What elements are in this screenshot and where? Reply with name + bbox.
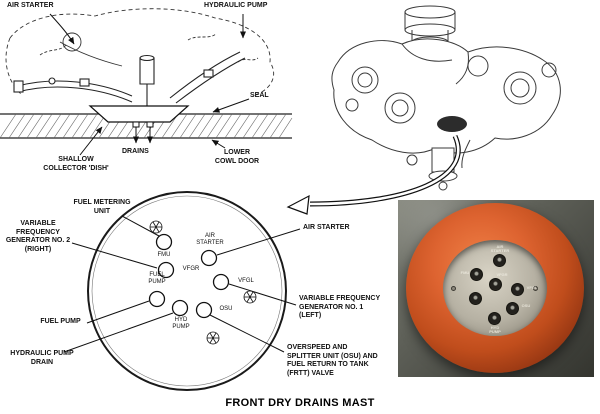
mast-photo: AIR STARTER FMU VFGR VFGL OSU HYD PUMP <box>398 200 594 377</box>
drain-fittings <box>132 121 154 144</box>
cutaway-leaders <box>49 13 250 156</box>
figure-caption: FRONT DRY DRAINS MAST <box>225 397 375 409</box>
port-osu <box>195 301 213 319</box>
port-hyd-pump <box>171 299 189 317</box>
shallow-collector-dish <box>88 105 190 123</box>
photo-label-hyd-pump: HYD PUMP <box>489 325 501 335</box>
label-seal: SEAL <box>250 92 269 99</box>
port-air-starter <box>200 249 218 267</box>
callout-fuel-pump: FUEL PUMP <box>40 318 81 325</box>
photo-label-air-starter: AIR STARTER <box>490 244 510 254</box>
callout-osu-frtt-valve: OVERSPEED AND SPLITTER UNIT (OSU) AND FU… <box>287 344 378 377</box>
label-air-starter-top: AIR STARTER <box>7 2 54 9</box>
port-label-air-starter: AIR STARTER <box>196 233 224 246</box>
mast-circle-diagram <box>63 191 301 391</box>
port-vfgr <box>157 261 175 279</box>
photo-port-air-starter <box>493 254 506 267</box>
port-label-vfgr: VFGR <box>182 266 200 272</box>
drain-plate: AIR STARTER FMU VFGR VFGL OSU HYD PUMP <box>443 240 547 336</box>
photo-port-fmu <box>470 268 483 281</box>
photo-port-vfgl <box>511 283 524 296</box>
port-fuel-pump <box>148 290 166 308</box>
port-vfgl <box>212 273 230 291</box>
label-drains: DRAINS <box>122 148 149 155</box>
callout-leaders <box>63 215 301 353</box>
port-fmu <box>155 233 173 251</box>
plate-screw <box>533 286 538 291</box>
engine-illustration <box>331 5 561 191</box>
lower-cowl-band <box>0 105 293 144</box>
port-label-fmu: FMU <box>157 252 171 258</box>
callout-vfg-no2-right: VARIABLE FREQUENCY GENERATOR NO. 2 (RIGH… <box>5 220 71 253</box>
callout-air-starter: AIR STARTER <box>303 224 350 231</box>
photo-port-osu <box>506 302 519 315</box>
photo-label-osu: OSU <box>521 303 531 308</box>
port-label-hyd-pump: HYD PUMP <box>172 317 190 330</box>
photo-port-hyd-pump <box>488 312 501 325</box>
photo-port-fuel-pump <box>469 292 482 305</box>
callout-fuel-metering-unit: FUEL METERING UNIT <box>73 199 131 215</box>
callout-vfg-no1-left: VARIABLE FREQUENCY GENERATOR NO. 1 (LEFT… <box>299 295 381 319</box>
port-label-osu: OSU <box>219 306 233 312</box>
callout-hydraulic-pump-drain: HYDRAULIC PUMP DRAIN <box>10 350 74 366</box>
plate-screw <box>451 286 456 291</box>
photo-port-vfgr <box>489 278 502 291</box>
label-shallow-collector-dish: SHALLOW COLLECTOR 'DISH' <box>43 156 109 172</box>
orange-seal-ring: AIR STARTER FMU VFGR VFGL OSU HYD PUMP <box>406 203 584 373</box>
port-label-vfgl: VFGL <box>238 278 254 284</box>
port-label-fuel-pump: FUEL PUMP <box>148 272 166 285</box>
photo-label-vfgr: VFGR <box>496 272 508 277</box>
label-lower-cowl-door: LOWER COWL DOOR <box>214 149 260 165</box>
cutaway-pipes <box>13 51 246 106</box>
photo-label-vfgl: VFGL <box>526 285 538 290</box>
bolt-holes <box>149 220 257 345</box>
pointer-arrow <box>286 134 461 215</box>
photo-label-fmu: FMU <box>460 270 470 275</box>
label-hydraulic-pump-top: HYDRAULIC PUMP <box>204 2 268 9</box>
